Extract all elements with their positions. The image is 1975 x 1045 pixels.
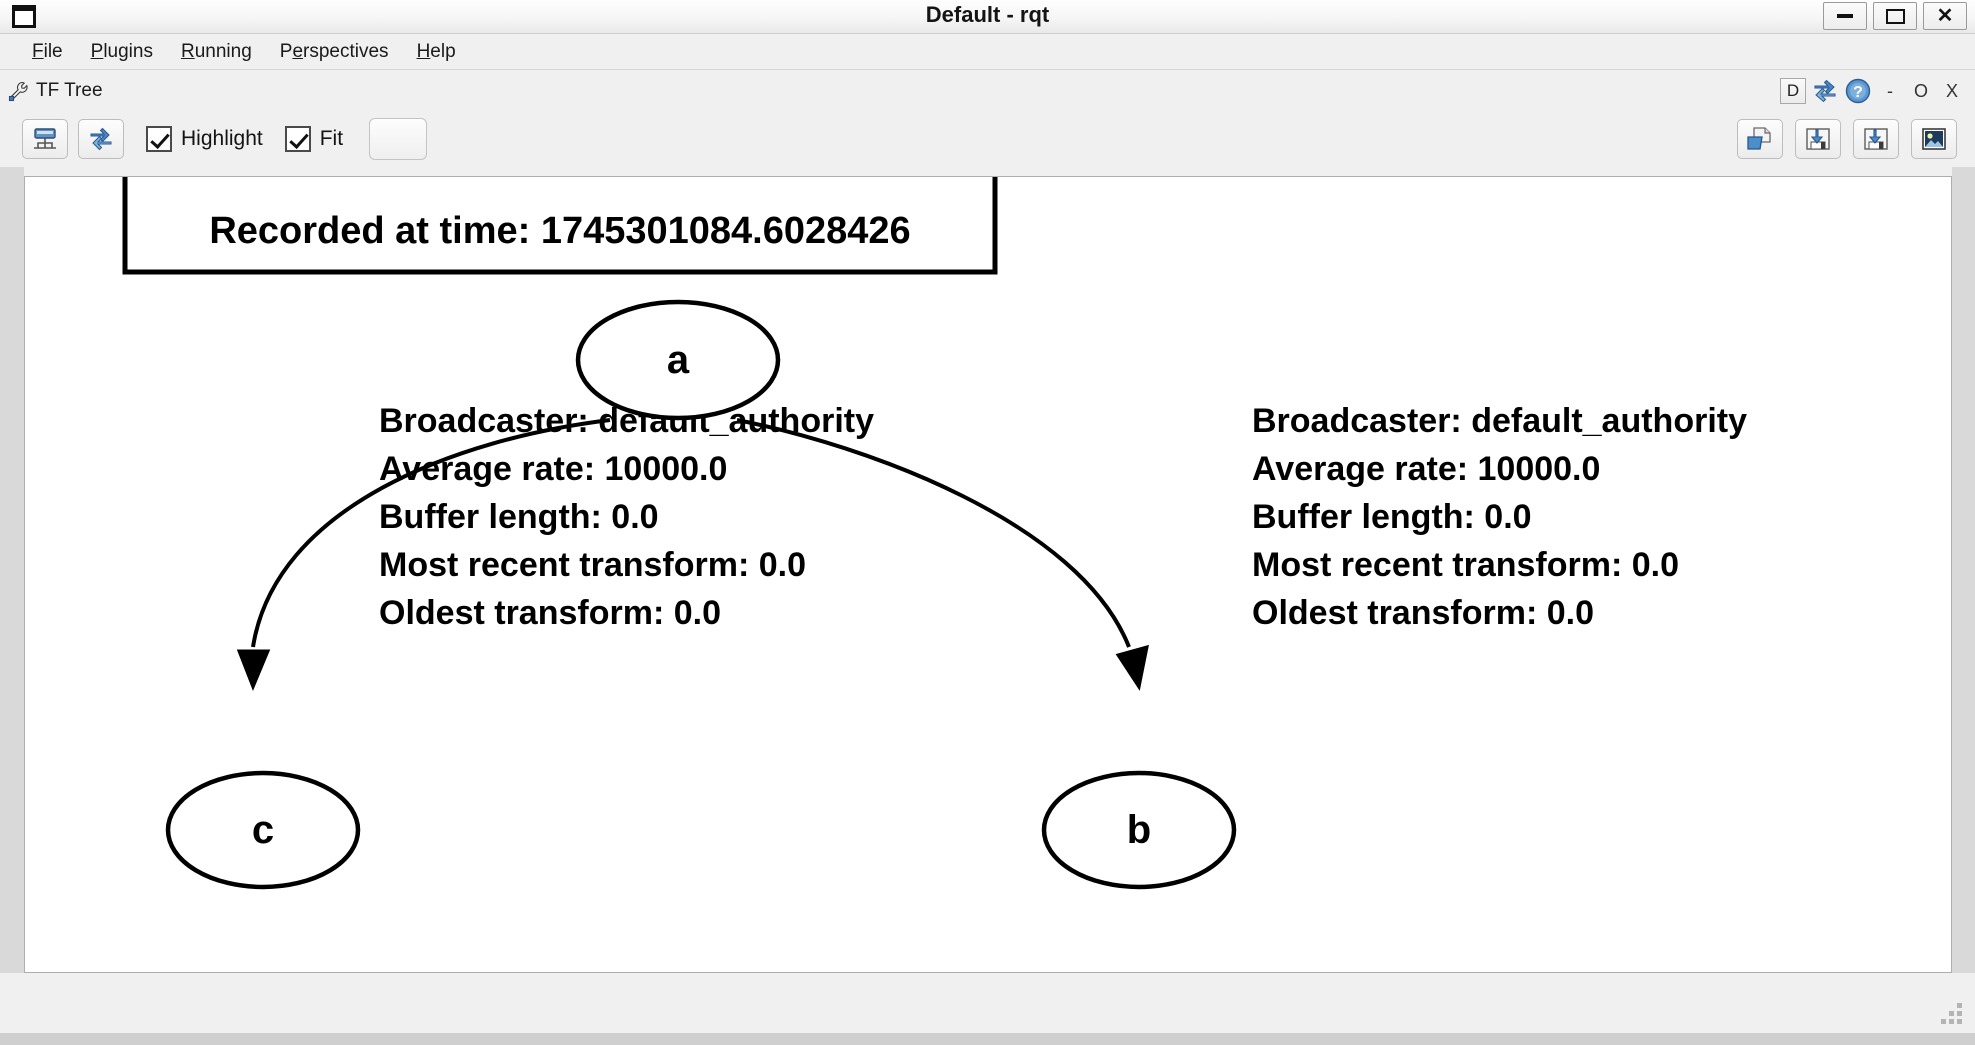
tf-graph: Recorded at time: 1745301084.6028426 Bro… [122,177,1747,890]
edge-label-line: Average rate: 10000.0 [1252,450,1600,488]
highlight-checkbox-box[interactable] [146,126,172,152]
frame-edge-bottom [0,1033,1975,1045]
fit-checkbox-box[interactable] [284,126,311,152]
close-button[interactable]: ✕ [1923,2,1967,30]
save-disk-icon [1806,128,1830,150]
menu-item-help[interactable]: Help [416,40,456,62]
graph-node-c-label: c [252,808,274,852]
edge-label-line: Most recent transform: 0.0 [1252,546,1679,584]
close-icon: ✕ [1936,5,1954,27]
resize-grip[interactable] [1935,1001,1965,1031]
help-question-icon[interactable]: ? [1844,77,1872,105]
minimize-button[interactable] [1823,2,1867,30]
dock-close-button[interactable]: X [1945,80,1958,101]
refresh-arrows-icon [90,127,112,151]
fit-checkbox[interactable]: Fit [284,126,344,152]
menu-bar: File Plugins Running Perspectives Help [0,34,1975,70]
highlight-checkbox-label: Highlight [181,127,263,150]
title-bar: Default - rqt ✕ [0,0,1975,34]
wrench-icon [8,80,30,102]
save-as-button[interactable] [1853,119,1899,159]
frame-edge-right [1952,71,1975,1045]
highlight-checkbox[interactable]: Highlight [146,126,263,152]
maximize-icon [1885,8,1905,24]
dock-title-label: TF Tree [36,80,103,101]
menu-item-file[interactable]: File [32,40,63,62]
graph-tree-icon [34,128,56,149]
load-dot-button[interactable] [1737,119,1783,159]
sync-refresh-icon[interactable] [1811,77,1839,105]
dock-undock-button[interactable]: O [1913,80,1928,101]
edge-a-to-b-arrowhead [1115,644,1149,691]
dock-float-button[interactable]: - [1887,80,1893,101]
edge-label-line: Buffer length: 0.0 [1252,498,1532,536]
edge-label-line: Average rate: 10000.0 [379,450,727,488]
edge-label-line: Oldest transform: 0.0 [379,594,721,632]
reload-button[interactable] [78,119,124,159]
svg-text:?: ? [1853,84,1863,101]
graph-node-a-label: a [667,338,690,382]
tf-tree-graph-canvas[interactable]: Recorded at time: 1745301084.6028426 Bro… [24,176,1952,973]
save-disk-icon [1864,128,1888,150]
refresh-graph-button[interactable] [22,119,68,159]
edge-a-to-c-arrowhead [236,649,271,692]
edge-a-to-c [251,418,611,648]
graph-header-box: Recorded at time: 1745301084.6028426 [122,177,998,275]
open-folder-icon [1747,127,1771,150]
graph-node-b[interactable]: b [1041,770,1237,890]
save-dot-button[interactable] [1795,119,1841,159]
graph-node-c[interactable]: c [165,770,361,890]
frame-edge-left [0,71,24,1045]
menu-item-perspectives[interactable]: Perspectives [279,40,389,62]
window-title: Default - rqt [925,2,1050,27]
minimize-icon [1837,14,1853,18]
save-image-button[interactable] [1911,119,1957,159]
graph-node-a[interactable]: a [575,299,781,421]
edge-label-line: Buffer length: 0.0 [379,498,659,536]
edge-label-line: Broadcaster: default_authority [1252,402,1747,440]
fit-checkbox-label: Fit [319,127,344,150]
picture-image-icon [1922,128,1946,150]
edge-label-line: Oldest transform: 0.0 [1252,594,1594,632]
edge-a-to-b [736,418,1131,648]
plugin-toolbar: Highlight Fit [0,111,1975,167]
dock-title-bar: TF Tree D ? - O X [0,71,1975,111]
maximize-button[interactable] [1873,2,1917,30]
window-controls: ✕ [1823,2,1967,30]
graph-node-b-label: b [1127,808,1151,852]
window-icon [12,5,36,28]
recorded-time-label: Recorded at time: 1745301084.6028426 [209,210,910,252]
menu-item-running[interactable]: Running [180,40,252,62]
blank-toolbar-field[interactable] [369,118,428,160]
edge-label-line: Most recent transform: 0.0 [379,546,806,584]
dock-d-button[interactable]: D [1780,78,1806,104]
menu-item-plugins[interactable]: Plugins [90,40,153,62]
